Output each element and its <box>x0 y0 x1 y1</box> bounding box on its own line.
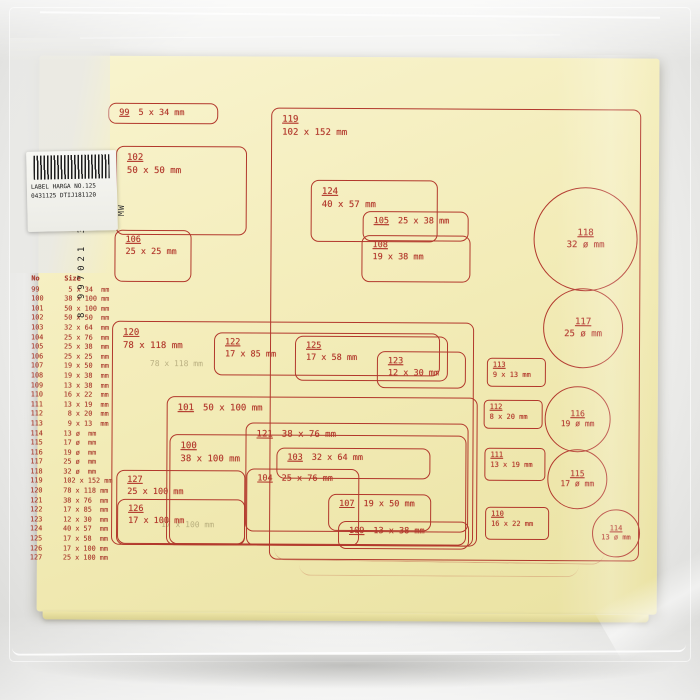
barcode <box>33 154 110 180</box>
table-row: 112 8 x 20 mm <box>30 409 109 419</box>
barcode-sticker: LABEL HARGA NO.125 0431125 DTIJ181120 <box>26 150 118 232</box>
bag-side-mark: MW <box>117 204 126 216</box>
table-row: 113 9 x 13 mm <box>30 419 109 428</box>
ghost-outline <box>298 561 579 578</box>
sticker-code: 0431125 DTIJ181120 <box>31 190 97 200</box>
table-row: 99 5 x 34 mm <box>31 284 110 294</box>
